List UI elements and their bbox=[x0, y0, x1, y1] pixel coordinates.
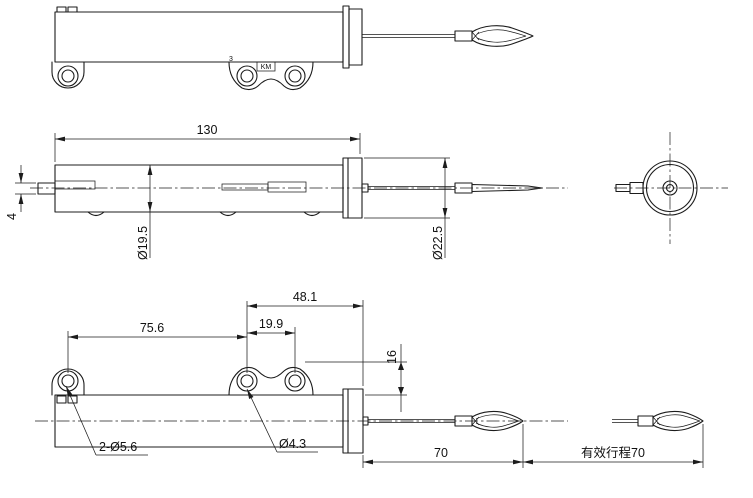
wire-cross-line bbox=[471, 416, 480, 426]
wire-cross-line bbox=[652, 416, 661, 426]
cable-fitting bbox=[454, 415, 473, 427]
cap-plate-outline bbox=[342, 5, 350, 69]
extended-cable-view bbox=[612, 410, 704, 432]
leader-line bbox=[246, 388, 278, 453]
dim-text-d19-5: Ø19.5 bbox=[136, 226, 150, 260]
lug-outline bbox=[51, 61, 85, 89]
boss-circle bbox=[284, 370, 306, 392]
body-outline bbox=[54, 164, 344, 213]
dim-text-effective-stroke: 有效行程70 bbox=[581, 445, 645, 460]
loop-outline bbox=[471, 25, 534, 47]
hole-circle bbox=[61, 69, 75, 83]
cable-exit-nub bbox=[362, 416, 369, 426]
loop-edge-outline bbox=[471, 183, 543, 193]
dim-text-d22-5: Ø22.5 bbox=[431, 226, 445, 260]
hole-circle bbox=[240, 69, 254, 83]
wire-cross-line bbox=[471, 31, 480, 41]
inner-slider-detail bbox=[221, 183, 269, 191]
lug-outline bbox=[228, 366, 314, 396]
loop-outline bbox=[652, 410, 704, 432]
cable-fitting bbox=[637, 415, 654, 427]
dim-text-4: 4 bbox=[5, 213, 19, 220]
tab-detail bbox=[56, 395, 67, 404]
inner-slider-detail bbox=[267, 181, 307, 193]
dim-span-48-1: 48.1 bbox=[246, 290, 364, 386]
cable-fitting bbox=[454, 30, 473, 42]
dim-text-19-9: 19.9 bbox=[259, 317, 283, 331]
arrow bbox=[398, 387, 404, 395]
label-d4-3: Ø4.3 bbox=[279, 437, 306, 451]
lug-bump-detail bbox=[87, 211, 105, 217]
label-2-d5-6: 2-Ø5.6 bbox=[99, 440, 137, 454]
tab-detail bbox=[67, 395, 78, 404]
loop-inner-outline bbox=[656, 414, 701, 428]
arrow bbox=[398, 362, 404, 370]
leader-center-hole: Ø4.3 bbox=[246, 388, 318, 453]
bottom-view: 48.1 19.9 75.6 16 2-Ø5.6 bbox=[35, 290, 704, 468]
dim-text-70: 70 bbox=[434, 446, 448, 460]
boss-circle bbox=[57, 65, 79, 87]
hole-circle bbox=[61, 374, 75, 388]
boss-circle bbox=[236, 65, 258, 87]
tab-detail bbox=[67, 6, 78, 13]
lug-outline bbox=[228, 61, 314, 91]
dim-text-16: 16 bbox=[385, 350, 399, 364]
dim-shaft-height: 4 bbox=[5, 165, 36, 220]
lug-bump-detail bbox=[303, 211, 321, 217]
dim-text-48-1: 48.1 bbox=[293, 290, 317, 304]
hole-circle bbox=[288, 374, 302, 388]
dim-text-75-6: 75.6 bbox=[140, 321, 164, 335]
dim-body-length: 130 bbox=[54, 123, 361, 162]
boss-circle bbox=[57, 370, 79, 392]
dim-effective-stroke: 有效行程70 bbox=[523, 424, 704, 468]
body-outline bbox=[54, 11, 344, 63]
leader-line bbox=[65, 385, 97, 456]
top-view: 3 KM bbox=[51, 5, 534, 91]
dim-body-diameter: Ø19.5 bbox=[136, 165, 153, 260]
marking-box bbox=[256, 61, 276, 72]
hole-circle bbox=[240, 374, 254, 388]
dim-span-75-6: 75.6 bbox=[67, 321, 247, 373]
loop-inner-outline bbox=[475, 414, 520, 428]
loop-inner-outline bbox=[476, 29, 527, 43]
dim-span-19-9: 19.9 bbox=[247, 317, 296, 373]
leader-mount-holes: 2-Ø5.6 bbox=[65, 385, 148, 456]
boss-circle bbox=[284, 65, 306, 87]
loop-outline bbox=[471, 410, 524, 432]
brand-marking: KM bbox=[261, 64, 272, 71]
dim-lug-height-16: 16 bbox=[305, 344, 407, 412]
inner-detail bbox=[54, 180, 96, 190]
dim-text-130: 130 bbox=[197, 123, 218, 137]
shaft-outline bbox=[37, 182, 56, 195]
lug-marking: 3 bbox=[229, 56, 233, 63]
hole-circle bbox=[665, 183, 675, 193]
cap-inner-circle bbox=[645, 163, 695, 213]
hub-circle bbox=[662, 180, 678, 196]
dim-cap-diameter: Ø22.5 bbox=[364, 157, 450, 260]
end-view bbox=[614, 132, 728, 244]
front-view: 130 4 Ø19.5 Ø22.5 bbox=[5, 123, 568, 260]
shaft-outline bbox=[629, 181, 644, 195]
boss-circle bbox=[236, 370, 258, 392]
hole-circle bbox=[288, 69, 302, 83]
cap-block-outline bbox=[348, 8, 363, 66]
lug-bump-detail bbox=[219, 211, 237, 217]
tab-detail bbox=[56, 6, 67, 13]
cable-exit-nub bbox=[361, 183, 369, 193]
